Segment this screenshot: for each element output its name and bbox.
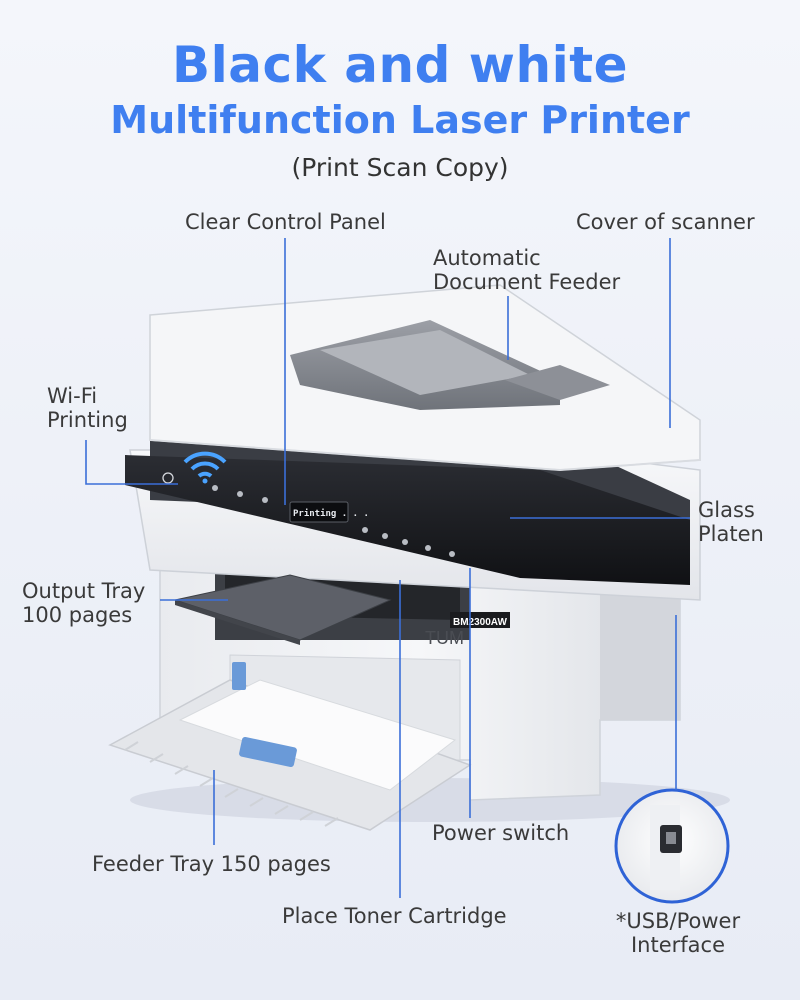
label-toner: Place Toner Cartridge — [282, 904, 507, 928]
label-usb-power: *USB/Power Interface — [603, 909, 753, 957]
label-adf: Automatic Document Feeder — [433, 246, 621, 294]
model-text: BM2300AW — [453, 617, 507, 628]
paper-guide — [239, 736, 297, 768]
paper-guide-side — [232, 662, 246, 690]
usb-port-inset — [614, 788, 730, 904]
label-output-line2: 100 pages — [22, 602, 133, 627]
label-power-switch: Power switch — [432, 821, 570, 845]
panel-button-8 — [449, 551, 455, 557]
label-cover-scanner: Cover of scanner — [576, 210, 755, 234]
panel-button-5 — [382, 533, 388, 539]
feeder-tray — [108, 662, 472, 831]
tray-ribs — [124, 741, 339, 827]
control-panel — [125, 455, 690, 585]
panel-button-3 — [262, 497, 268, 503]
lcd-screen — [289, 501, 349, 523]
label-glass-line2: Platen — [698, 521, 764, 546]
brand-text: TUM — [425, 628, 464, 648]
label-adf-line1: Automatic — [433, 246, 541, 270]
label-usb-line1: *USB/Power — [615, 909, 741, 933]
label-output-tray: Output Tray 100 pages — [22, 579, 146, 627]
power-button — [162, 472, 174, 484]
wifi-icon — [183, 451, 227, 484]
output-tray — [173, 574, 392, 645]
model-badge — [450, 612, 510, 628]
panel-button-7 — [425, 545, 431, 551]
panel-button-6 — [402, 539, 408, 545]
label-output-line1: Output Tray — [22, 579, 146, 603]
label-usb-line2: Interface — [630, 932, 726, 957]
label-wifi-line1: Wi-Fi — [47, 384, 98, 408]
label-adf-line2: Document Feeder — [433, 269, 621, 294]
label-wifi-line2: Printing — [47, 407, 128, 432]
leader-wifi — [85, 440, 178, 485]
label-feeder-tray: Feeder Tray 150 pages — [92, 852, 331, 876]
lcd-text: Printing . . . — [293, 508, 369, 519]
headline-modes: (Print Scan Copy) — [291, 153, 509, 182]
panel-button-2 — [237, 491, 243, 497]
label-glass-line1: Glass — [698, 498, 755, 522]
label-glass-platen: Glass Platen — [698, 498, 764, 546]
panel-button-1 — [212, 485, 218, 491]
headline-subtitle: Multifunction Laser Printer — [110, 98, 690, 142]
headline-title: Black and white — [171, 36, 629, 94]
label-control-panel: Clear Control Panel — [185, 210, 386, 234]
leader-lines — [85, 238, 690, 898]
label-wifi: Wi-Fi Printing — [47, 384, 128, 432]
panel-button-4 — [362, 527, 368, 533]
adf-lid — [149, 284, 701, 472]
